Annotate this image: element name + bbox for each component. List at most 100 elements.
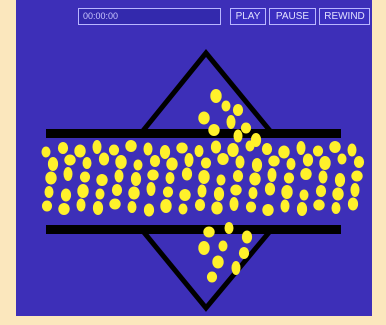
particle [227,143,238,157]
particles [42,89,365,283]
particle [300,190,309,201]
particle [351,183,360,197]
particle [179,189,190,201]
particle [99,153,109,166]
particle [58,203,69,215]
particle [211,202,222,215]
particle [144,143,153,156]
particle [61,189,71,202]
particle [319,171,328,184]
particle [195,199,205,211]
particle [316,185,326,197]
particle [74,145,85,158]
particle [230,185,241,196]
particle [249,173,260,186]
particle [96,174,107,186]
particle [212,256,223,269]
particle [281,200,290,213]
particle [93,140,102,154]
particle [297,202,307,216]
particle [198,112,209,125]
particle [332,188,343,201]
particle [300,168,311,180]
particle [214,187,224,201]
particle [313,200,324,211]
particle [45,172,56,185]
particle [249,187,258,199]
particle [150,155,160,167]
particle [198,185,207,198]
particle [160,145,170,159]
channel-walls [46,53,341,308]
particle [125,140,136,152]
particle [348,198,358,211]
particle [278,146,289,159]
particle [203,227,214,238]
particle [128,201,137,213]
particle [297,141,306,155]
particle [83,157,92,169]
particle [115,155,126,169]
particle [211,141,221,154]
particle [109,199,120,210]
particle [252,158,262,172]
particle [147,182,156,196]
particle [332,202,341,214]
channel-simulation [16,0,372,316]
upper-wall [46,129,341,138]
particle [58,142,68,154]
particle [217,175,226,186]
particle [348,144,357,157]
particle [115,170,124,183]
particle [109,145,119,156]
particle [354,156,364,168]
particle [80,172,90,183]
particle [77,199,86,212]
particle [210,89,221,103]
simulation-frame: 00:00:00 PLAY PAUSE REWIND [16,0,372,316]
particle [335,173,345,187]
particle [166,158,177,171]
particle [241,123,251,134]
particle [233,104,243,116]
particle [45,186,54,198]
particle [319,156,330,170]
particle [234,130,243,143]
particle [166,172,175,184]
particle [338,154,347,165]
particle [147,170,158,181]
particle [219,241,228,252]
particle [182,168,192,181]
particle [48,157,58,171]
particle [227,115,236,129]
particle [262,204,273,216]
particle [236,156,245,169]
particle [42,147,51,158]
particle [233,170,243,182]
particle [195,145,204,157]
particle [160,199,171,213]
particle [42,201,52,212]
particle [131,172,141,186]
particle [112,184,122,196]
particle [262,143,272,155]
particle [185,153,194,167]
particle [176,143,187,154]
particle [179,204,188,215]
particle [242,231,252,244]
particle [251,133,261,147]
particle [239,247,249,259]
particle [217,153,228,165]
particle [208,124,219,136]
particle [163,187,173,198]
particle [201,158,211,169]
particle [77,184,88,198]
particle [64,167,73,181]
particle [329,141,340,153]
particle [287,158,296,170]
particle [268,168,277,182]
particle [134,160,143,171]
particle [313,146,323,157]
particle [303,154,313,167]
particle [281,185,292,199]
